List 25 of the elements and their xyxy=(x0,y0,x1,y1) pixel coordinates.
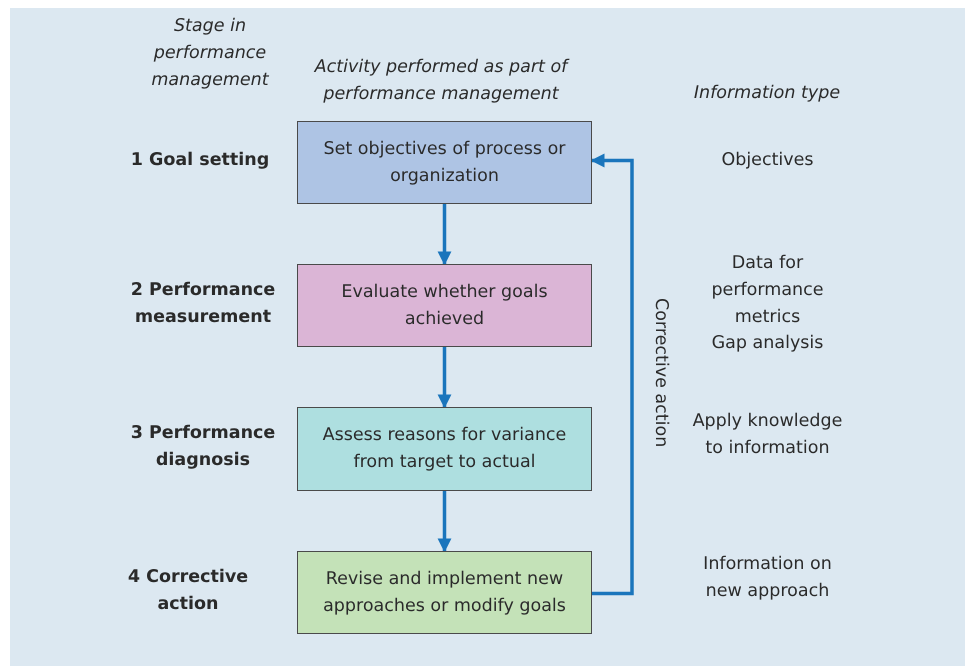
process-box xyxy=(297,551,592,634)
arrow xyxy=(438,347,452,408)
information-label: Data for performance metrics xyxy=(710,252,825,329)
edge-label: Corrective action xyxy=(651,298,671,448)
stage-label: 4 Corrective action xyxy=(126,566,250,616)
information-label: Apply knowledge to information xyxy=(692,410,844,460)
stage-label: 2 Performance measurement xyxy=(130,279,276,329)
column-heading: Stage in performance management xyxy=(150,15,270,92)
box-text: Set objectives of process or organization xyxy=(322,138,567,188)
information-label: Gap analysis xyxy=(710,332,824,355)
column-heading: Activity performed as part of performance management xyxy=(312,56,570,106)
arrow xyxy=(438,491,452,552)
box-text: Evaluate whether goals achieved xyxy=(340,280,549,330)
process-box xyxy=(297,121,592,204)
information-label: Objectives xyxy=(720,149,815,172)
column-heading: Information type xyxy=(692,82,842,105)
process-box xyxy=(297,407,592,491)
stage-label: 1 Goal setting xyxy=(130,149,270,172)
information-label: Information on new approach xyxy=(702,553,833,603)
box-text: Assess reasons for variance from target to actual xyxy=(322,424,568,474)
arrow xyxy=(590,154,634,596)
arrow xyxy=(438,204,452,266)
process-box xyxy=(297,264,592,347)
box-text: Revise and implement new approaches or modify goals xyxy=(322,568,567,618)
stage-label: 3 Performance diagnosis xyxy=(130,422,276,472)
